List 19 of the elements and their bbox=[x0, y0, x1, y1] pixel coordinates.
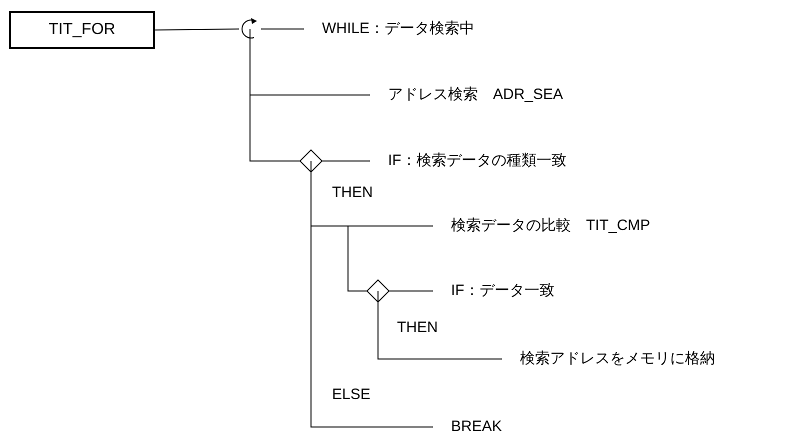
branch-label: THEN bbox=[332, 184, 373, 202]
step-text: BREAK bbox=[451, 418, 502, 436]
connector-line bbox=[260, 28, 304, 30]
branch-label: ELSE bbox=[332, 386, 370, 404]
step-text: IF：検索データの種類一致 bbox=[388, 152, 566, 170]
branch-label: THEN bbox=[397, 319, 438, 337]
step-text: 検索データの比較 TIT_CMP bbox=[451, 217, 650, 235]
step-text: アドレス検索 ADR_SEA bbox=[388, 86, 564, 104]
branch-diamond bbox=[300, 150, 322, 172]
connector-line bbox=[378, 302, 502, 360]
step-text: IF：データ一致 bbox=[451, 282, 554, 300]
connector-line bbox=[388, 290, 434, 292]
step-text: WHILE：データ検索中 bbox=[322, 20, 475, 38]
branch-diamond bbox=[367, 280, 389, 302]
connector-line bbox=[322, 160, 370, 162]
connector-line bbox=[250, 40, 300, 162]
step-text: 検索アドレスをメモリに格納 bbox=[520, 350, 715, 368]
connector-line bbox=[154, 28, 240, 30]
module-box: TIT_FOR bbox=[9, 11, 155, 49]
